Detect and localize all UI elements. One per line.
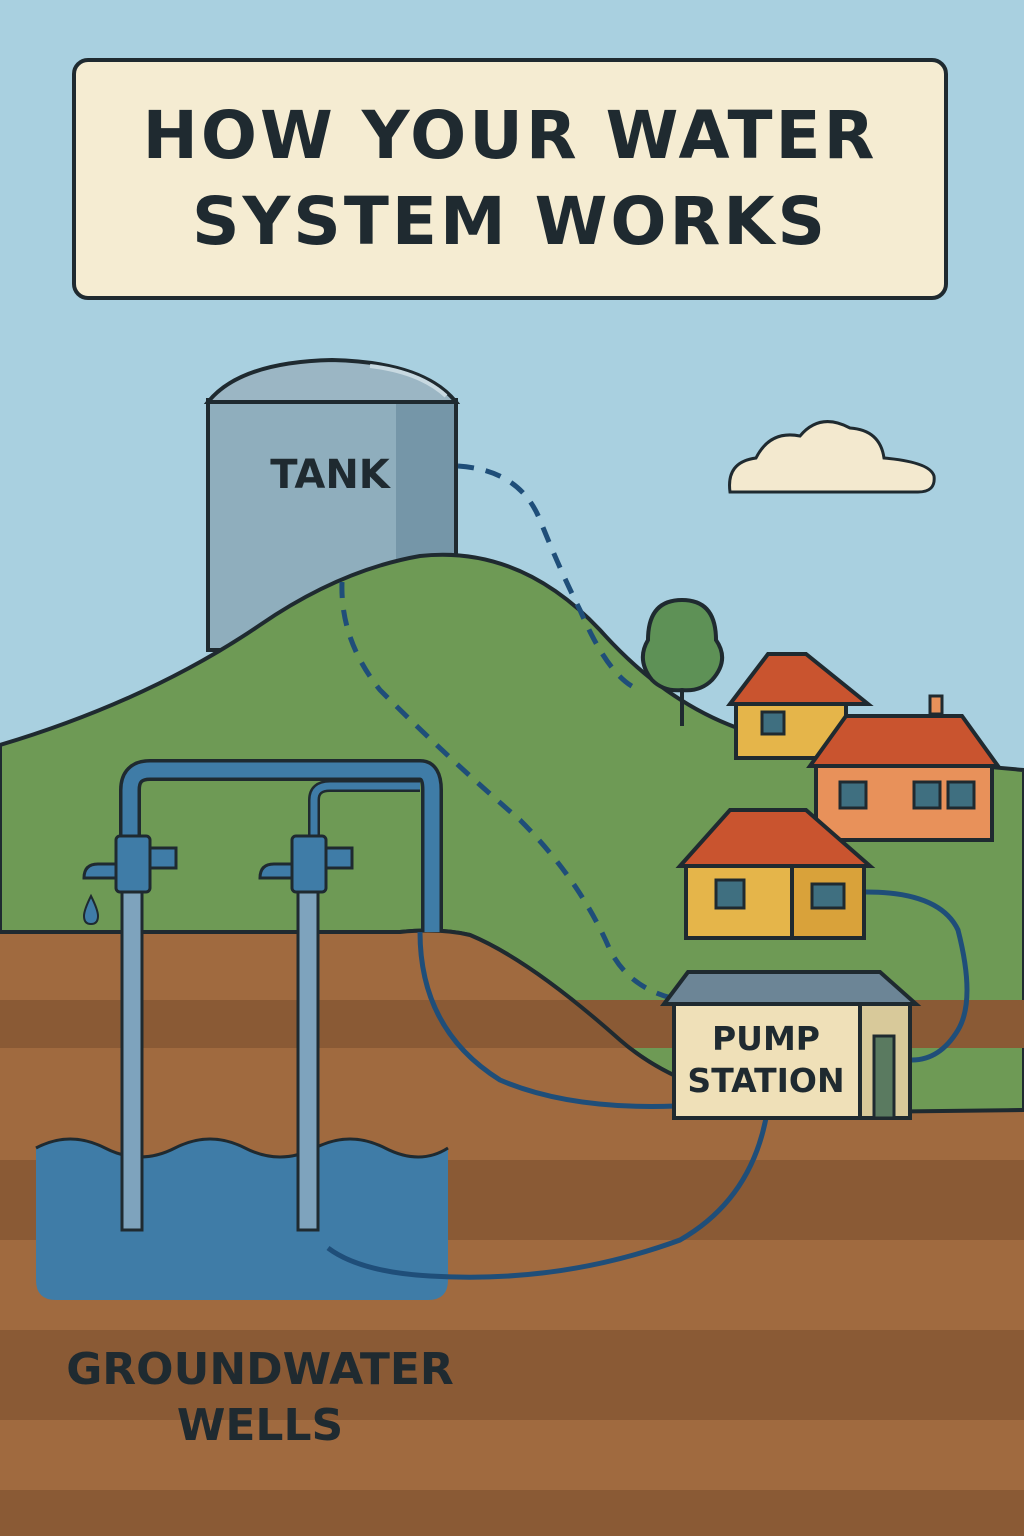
pump-station-label-line-2: STATION bbox=[687, 1061, 845, 1100]
pipe-wells-to-pump bbox=[417, 931, 677, 1109]
house-icon bbox=[675, 808, 876, 940]
pump-station-label: PUMP STATION bbox=[676, 1018, 856, 1102]
water-drop-icon bbox=[82, 893, 100, 926]
tree-icon bbox=[640, 597, 724, 726]
groundwater-wells-label: GROUNDWATER WELLS bbox=[30, 1342, 490, 1454]
pipe-pump-to-aquifer bbox=[326, 1117, 769, 1280]
pipe-pump-to-houses bbox=[865, 889, 970, 1063]
well-pump-icon bbox=[82, 834, 178, 1232]
well-manifold-pipe bbox=[119, 759, 443, 932]
groundwater-label-line-2: WELLS bbox=[176, 1400, 344, 1451]
dashed-pipe-tank-to-pump bbox=[339, 581, 681, 1003]
soil-band bbox=[0, 1330, 1024, 1420]
aquifer-water bbox=[35, 1137, 449, 1300]
dashed-pipe-tank-to-houses bbox=[457, 463, 641, 693]
well-pump-icon bbox=[258, 834, 354, 1232]
tank-label: TANK bbox=[270, 452, 390, 498]
title-line-2: SYSTEM WORKS bbox=[191, 183, 829, 260]
groundwater-label-line-1: GROUNDWATER bbox=[66, 1344, 454, 1395]
soil-band bbox=[0, 1490, 1024, 1536]
title-banner: HOW YOUR WATER SYSTEM WORKS bbox=[72, 58, 948, 300]
pump-station-building bbox=[660, 970, 922, 1120]
house-icon bbox=[806, 694, 1002, 842]
title-line-1: HOW YOUR WATER bbox=[142, 97, 878, 174]
pump-station-label-line-1: PUMP bbox=[711, 1019, 820, 1058]
cloud-icon bbox=[728, 420, 936, 494]
